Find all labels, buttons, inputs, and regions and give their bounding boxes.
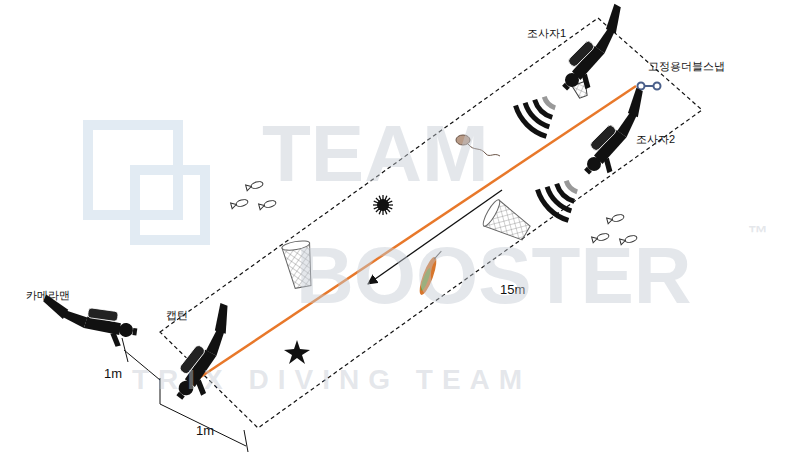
- sonar-arc: [535, 189, 569, 223]
- watermark-logo: [88, 125, 205, 240]
- fish-body: [250, 181, 263, 190]
- fish-tail: [607, 217, 613, 224]
- sea-urchin: [373, 195, 393, 215]
- diver-head: [584, 154, 604, 174]
- diver-group: [38, 2, 667, 409]
- watermark: TEAM: [262, 110, 489, 198]
- diver: [38, 294, 140, 349]
- diver-arm: [577, 72, 595, 90]
- starfish: [284, 340, 310, 364]
- diver-label: 조사자1: [527, 27, 566, 39]
- watermark: BOOSTER: [296, 232, 692, 320]
- sonar-arcs: [513, 96, 578, 223]
- fish: [259, 200, 277, 210]
- fish-tail: [246, 184, 252, 191]
- fish: [246, 181, 264, 191]
- fish: [607, 214, 625, 224]
- diver-fins: [205, 301, 240, 337]
- fish-body: [263, 200, 276, 209]
- diver-legs: [203, 328, 231, 358]
- diver-head: [118, 322, 134, 338]
- fish: [231, 199, 249, 209]
- fish-body: [611, 214, 624, 223]
- equipment-label: 고정용더블스냅: [648, 60, 725, 72]
- diver-arm: [599, 156, 617, 174]
- fish-tail: [259, 203, 265, 210]
- urchin-body: [377, 199, 389, 211]
- diver-label: 조사자2: [636, 133, 675, 145]
- diver-mask: [132, 328, 137, 335]
- fish-body: [235, 199, 248, 208]
- sonar-arc: [564, 180, 578, 194]
- diver-label: 캡틴: [166, 309, 188, 321]
- diver-head: [562, 70, 582, 90]
- dimension-label: 1m: [196, 424, 214, 438]
- dimension-label: 1m: [104, 367, 122, 381]
- diver-tank: [567, 40, 595, 68]
- fish-tail: [231, 202, 237, 209]
- diver-fins: [619, 86, 653, 120]
- diver-tank: [87, 308, 118, 322]
- diver-fins: [597, 2, 631, 36]
- double-snap: [638, 83, 661, 90]
- diver-tank: [589, 124, 617, 152]
- diver-label: 카메라맨: [26, 289, 70, 301]
- watermark: ™: [748, 222, 768, 244]
- diver-arm: [109, 332, 123, 348]
- diver: [547, 2, 645, 100]
- watermark: TRIX DIVING TEAM: [132, 365, 531, 396]
- sonar-arc: [542, 96, 556, 110]
- sonar-arc: [513, 105, 547, 139]
